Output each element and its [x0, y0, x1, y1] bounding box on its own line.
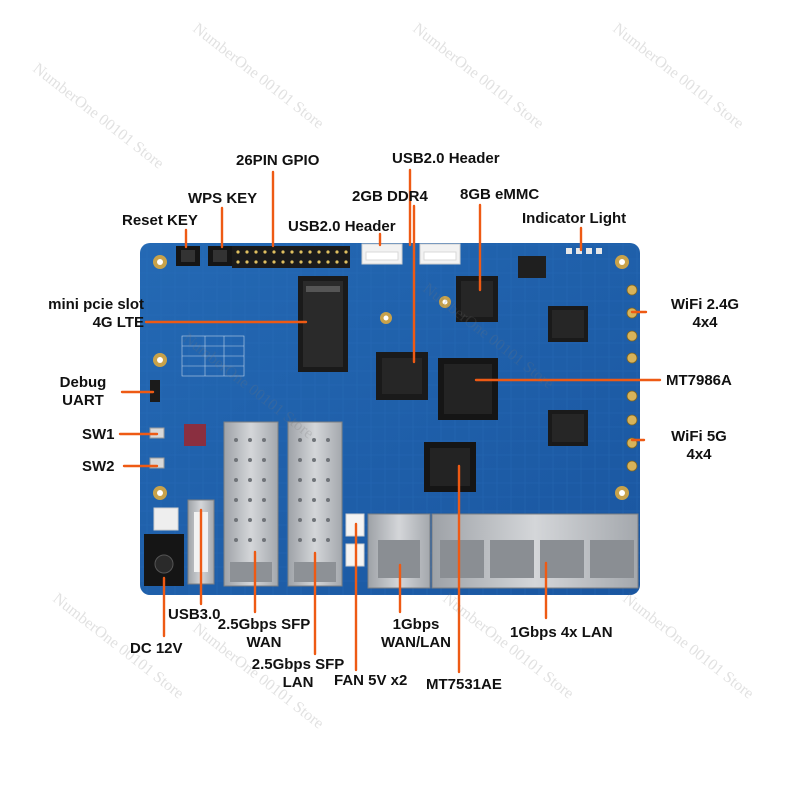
- label-usb-header-top: USB2.0 Header: [392, 150, 500, 167]
- label-wifi24: WiFi 2.4G 4x4: [650, 296, 760, 332]
- label-wifi5-line2: 4x4: [686, 446, 712, 463]
- label-sfp-wan-line1: 2.5Gbps SFP: [217, 616, 311, 633]
- label-wanlan-line1: 1Gbps: [392, 616, 440, 633]
- label-wifi5: WiFi 5G 4x4: [646, 428, 752, 464]
- label-wps-key: WPS KEY: [188, 190, 258, 207]
- label-wifi24-line1: WiFi 2.4G: [670, 296, 740, 313]
- label-debug-uart: Debug UART: [44, 374, 122, 410]
- label-mt7531ae: MT7531AE: [426, 676, 502, 693]
- label-ddr4: 2GB DDR4: [352, 188, 428, 205]
- debug-uart-part: [150, 380, 160, 402]
- label-usb3: USB3.0: [168, 606, 221, 623]
- label-usb-header-mid: USB2.0 Header: [288, 218, 396, 235]
- rj45-lan4-part: [431, 513, 639, 589]
- label-emmc: 8GB eMMC: [460, 186, 540, 203]
- label-wifi24-line2: 4x4: [692, 314, 718, 331]
- label-reset-key: Reset KEY: [122, 212, 198, 229]
- mini-pcie-slot-part: [298, 276, 348, 372]
- usb2-header-right-part: [419, 243, 461, 265]
- label-sfp-lan-line2: LAN: [282, 674, 314, 691]
- label-sfp-wan: 2.5Gbps SFP WAN: [214, 616, 314, 652]
- label-mt7986a: MT7986A: [666, 372, 732, 389]
- indicator-leds: [566, 248, 602, 254]
- label-minipcie-line2: 4G LTE: [92, 314, 144, 331]
- mt7531ae-chip-part: [424, 442, 476, 492]
- small-ic-part: [184, 424, 206, 446]
- reset-key-part: [176, 246, 200, 266]
- emmc-chip-part: [456, 276, 498, 322]
- label-minipcie-line1: mini pcie slot: [48, 296, 144, 313]
- label-wanlan-line2: WAN/LAN: [381, 634, 451, 651]
- wifi-chips-part: [518, 256, 588, 446]
- label-sw1: SW1: [82, 426, 115, 443]
- label-sfp-wan-line2: WAN: [246, 634, 282, 651]
- sfp-cage-wan-part: [223, 421, 279, 587]
- antenna-connectors: [626, 284, 638, 472]
- label-sfp-lan-line1: 2.5Gbps SFP: [251, 656, 345, 673]
- wps-key-part: [208, 246, 232, 266]
- label-minipcie: mini pcie slot 4G LTE: [20, 296, 144, 332]
- label-dc12v: DC 12V: [130, 640, 183, 657]
- label-debug-line2: UART: [62, 392, 104, 409]
- label-sfp-lan: 2.5Gbps SFP LAN: [248, 656, 348, 692]
- label-wifi5-line1: WiFi 5G: [671, 428, 727, 445]
- label-indicator-light: Indicator Light: [522, 210, 627, 227]
- label-wanlan: 1Gbps WAN/LAN: [368, 616, 464, 652]
- mounting-holes: [153, 255, 629, 500]
- label-lan4: 1Gbps 4x LAN: [510, 624, 613, 641]
- mt7986a-chip-part: [438, 358, 498, 420]
- usb2-header-left-part: [361, 243, 403, 265]
- dc-jack-part: [144, 507, 184, 586]
- label-debug-line1: Debug: [59, 374, 107, 391]
- label-gpio: 26PIN GPIO: [236, 152, 320, 169]
- ddr4-chip-part: [376, 352, 428, 400]
- silkscreen-table: [181, 335, 245, 377]
- label-sw2: SW2: [82, 458, 115, 475]
- gpio-header-part: [232, 246, 350, 268]
- label-fan: FAN 5V x2: [334, 672, 408, 689]
- leader-lines: [118, 168, 662, 674]
- sw2-part: [149, 457, 165, 469]
